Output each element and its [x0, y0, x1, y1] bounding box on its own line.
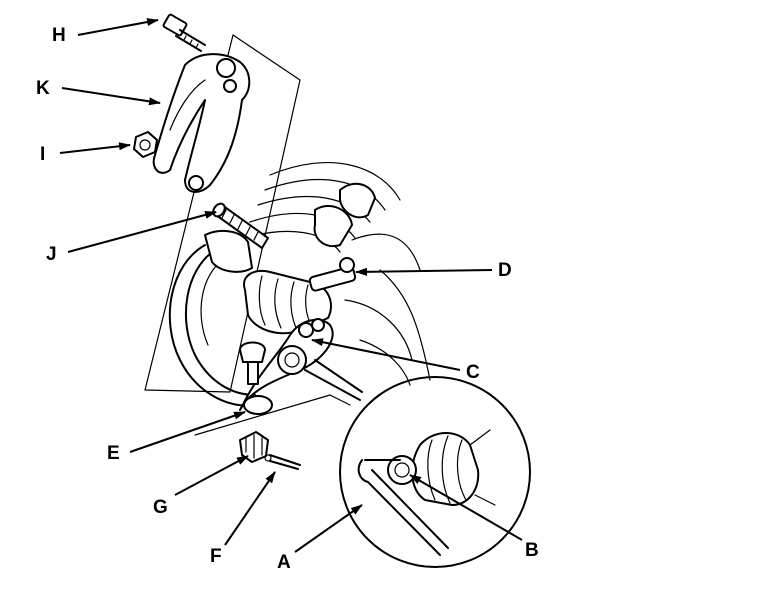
label-d: D [498, 260, 512, 281]
label-c: C [466, 362, 480, 383]
cotter-pin-f [264, 454, 301, 470]
label-i: I [40, 144, 45, 165]
assembly-outline [144, 34, 351, 436]
label-g: G [153, 497, 168, 518]
label-a: A [277, 552, 291, 573]
label-h: H [52, 25, 66, 46]
drive-shaft-boot [243, 270, 332, 335]
tie-rod-end [308, 257, 357, 292]
leader-lines [59, 18, 523, 553]
lower-arm [239, 318, 334, 415]
label-j: J [46, 244, 57, 265]
knuckle [204, 182, 376, 273]
ball-joint-stud [239, 341, 266, 385]
upper-arm [152, 53, 251, 193]
nut-i [133, 131, 158, 158]
label-f: F [210, 546, 222, 567]
label-b: B [525, 540, 539, 561]
detail-inset [304, 359, 531, 568]
label-e: E [107, 443, 120, 464]
label-k: K [36, 78, 50, 99]
bolt-h [162, 13, 206, 52]
